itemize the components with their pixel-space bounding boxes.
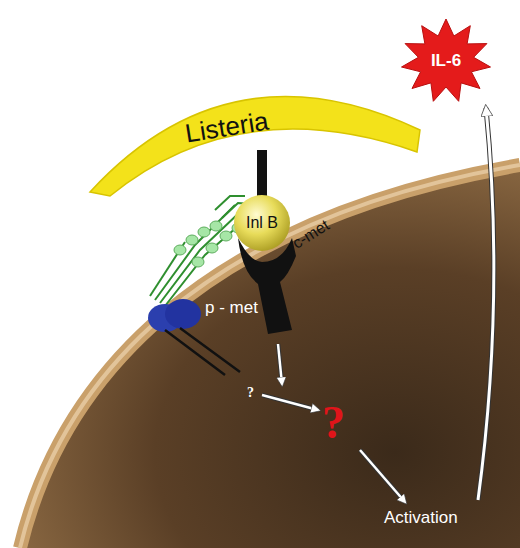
il6-star-shape xyxy=(402,19,491,101)
node-text: Inl B xyxy=(246,214,278,232)
listeria-bacterium: Listeria xyxy=(80,70,425,200)
node-text: Listeria xyxy=(183,106,271,150)
inlb-sphere: Inl B xyxy=(233,194,291,252)
node-text: IL-6 xyxy=(431,51,461,71)
il6-star: IL-6 xyxy=(400,18,492,104)
unknown-mark: ? xyxy=(247,385,254,401)
activation-label: Activation xyxy=(384,508,458,528)
cell-body xyxy=(20,165,520,548)
cell-membrane xyxy=(20,165,520,548)
inlb-stalk xyxy=(257,150,267,202)
unknown-pathway: ? xyxy=(322,396,345,449)
signal-arrows xyxy=(262,108,494,502)
green-beads xyxy=(174,221,244,267)
phospho-label: p - met xyxy=(205,298,258,318)
c-met-receptor xyxy=(238,238,296,334)
receptor-tails xyxy=(165,328,240,375)
inlb-sphere-shape xyxy=(234,195,290,251)
listeria-bacterium-shape xyxy=(90,97,420,196)
receptor-oval xyxy=(165,299,201,329)
membrane-highlight xyxy=(20,165,520,548)
